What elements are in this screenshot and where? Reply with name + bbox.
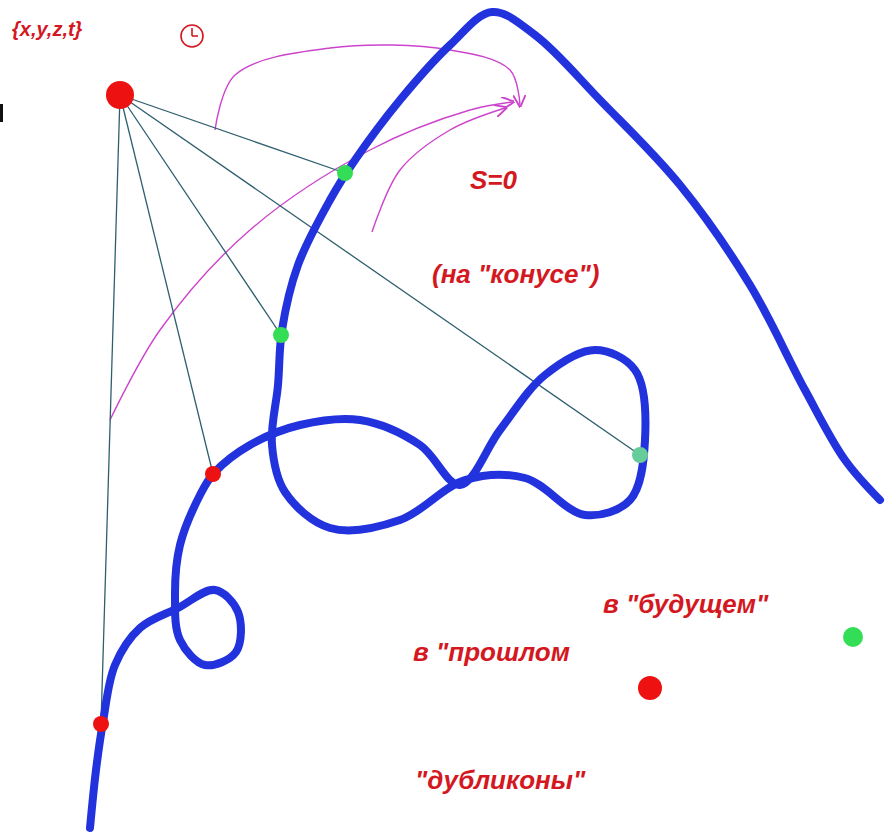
- light-ray: [101, 95, 120, 724]
- legend-swatch: [843, 627, 863, 647]
- note-label: (на "конусе"): [432, 260, 600, 290]
- legend-text: в "будущем": [603, 590, 768, 620]
- event-dot: [632, 447, 648, 463]
- world-line: [90, 12, 880, 828]
- light-ray: [120, 95, 213, 474]
- clock-symbol: [181, 25, 203, 47]
- arc-arrow: [215, 45, 520, 130]
- event-dot: [205, 466, 221, 482]
- light-ray: [120, 95, 281, 335]
- event-dot: [273, 327, 289, 343]
- note-label: "дубликоны": [415, 766, 585, 796]
- note-label: S=0: [470, 166, 517, 196]
- event-dot: [93, 716, 109, 732]
- light-ray: [120, 95, 640, 455]
- light-rays: [101, 95, 640, 724]
- event-dots: [93, 81, 648, 732]
- observer-event: [106, 81, 134, 109]
- note-label: {x,y,z,t}: [12, 18, 82, 41]
- light-ray: [120, 95, 345, 173]
- event-dot: [337, 165, 353, 181]
- legend-swatch: [638, 676, 662, 700]
- edge-mark: [0, 104, 3, 122]
- legend-text: в "прошлом: [413, 638, 570, 668]
